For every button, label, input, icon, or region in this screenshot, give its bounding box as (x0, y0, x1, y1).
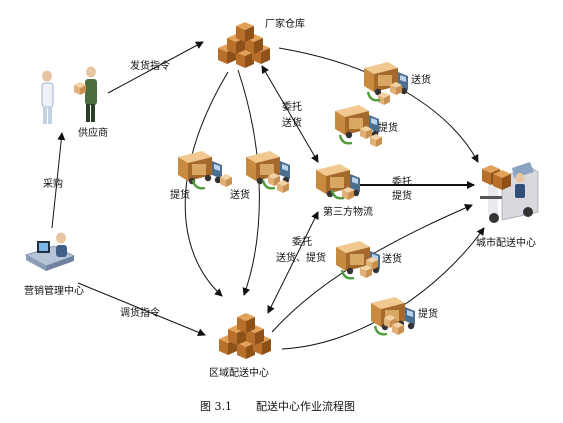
transfer-order-label: 调货指令 (120, 306, 160, 319)
supplier-label: 供应商 (78, 126, 108, 139)
marketing-center-label: 营销管理中心 (24, 284, 84, 297)
supplier-icon (41, 66, 97, 124)
truck-6-label: 提货 (418, 307, 438, 320)
truck-2-label: 送货 (230, 188, 250, 201)
cycle-arrow-icons (191, 91, 388, 336)
entrust-pickup-label-line2: 提货 (392, 189, 412, 202)
city-dc-label: 城市配送中心 (476, 236, 536, 249)
arrow-factory-to-regional-right (237, 69, 260, 296)
entrust-dp-label-line2: 送货、提货 (276, 251, 326, 264)
truck-5-label: 送货 (382, 252, 402, 265)
factory-warehouse-icon (218, 22, 270, 68)
connectors (51, 41, 485, 350)
regional-dc-label: 区域配送中心 (209, 366, 269, 379)
arrow-marketing-to-supplier (51, 132, 66, 229)
entrust-dp-label-line1: 委托 (292, 235, 312, 248)
truck-3-label: 送货 (411, 73, 431, 86)
entrust-delivery-label-line1: 委托 (282, 100, 302, 113)
regional-dc-icon (219, 313, 271, 359)
ship-order-label: 发货指令 (130, 59, 170, 72)
arrow-third-party-regional (267, 211, 319, 314)
purchase-label: 采购 (43, 177, 63, 190)
arrow-regional-to-city-lower (281, 227, 485, 350)
truck-1-label: 提货 (170, 188, 190, 201)
arrow-marketing-to-regional (77, 282, 206, 337)
truck-pickup-1-icon (178, 151, 222, 185)
figure-number: 图 3.1 (200, 400, 232, 413)
figure-title: 配送中心作业流程图 (256, 399, 355, 413)
arrow-supplier-to-factory (107, 41, 204, 94)
truck-4-label: 提货 (378, 121, 398, 134)
arrow-factory-to-regional-left (184, 71, 229, 297)
arrow-factory-third-party (261, 65, 319, 163)
marketing-center-icon (24, 232, 76, 271)
forklift-icon (480, 162, 539, 223)
third-party-label: 第三方物流 (323, 205, 373, 218)
factory-warehouse-label: 厂家仓库 (265, 17, 305, 30)
truck-pickup-4-icon (335, 105, 379, 139)
entrust-delivery-label-line2: 送货 (282, 116, 302, 129)
entrust-pickup-label-line1: 委托 (392, 175, 412, 188)
